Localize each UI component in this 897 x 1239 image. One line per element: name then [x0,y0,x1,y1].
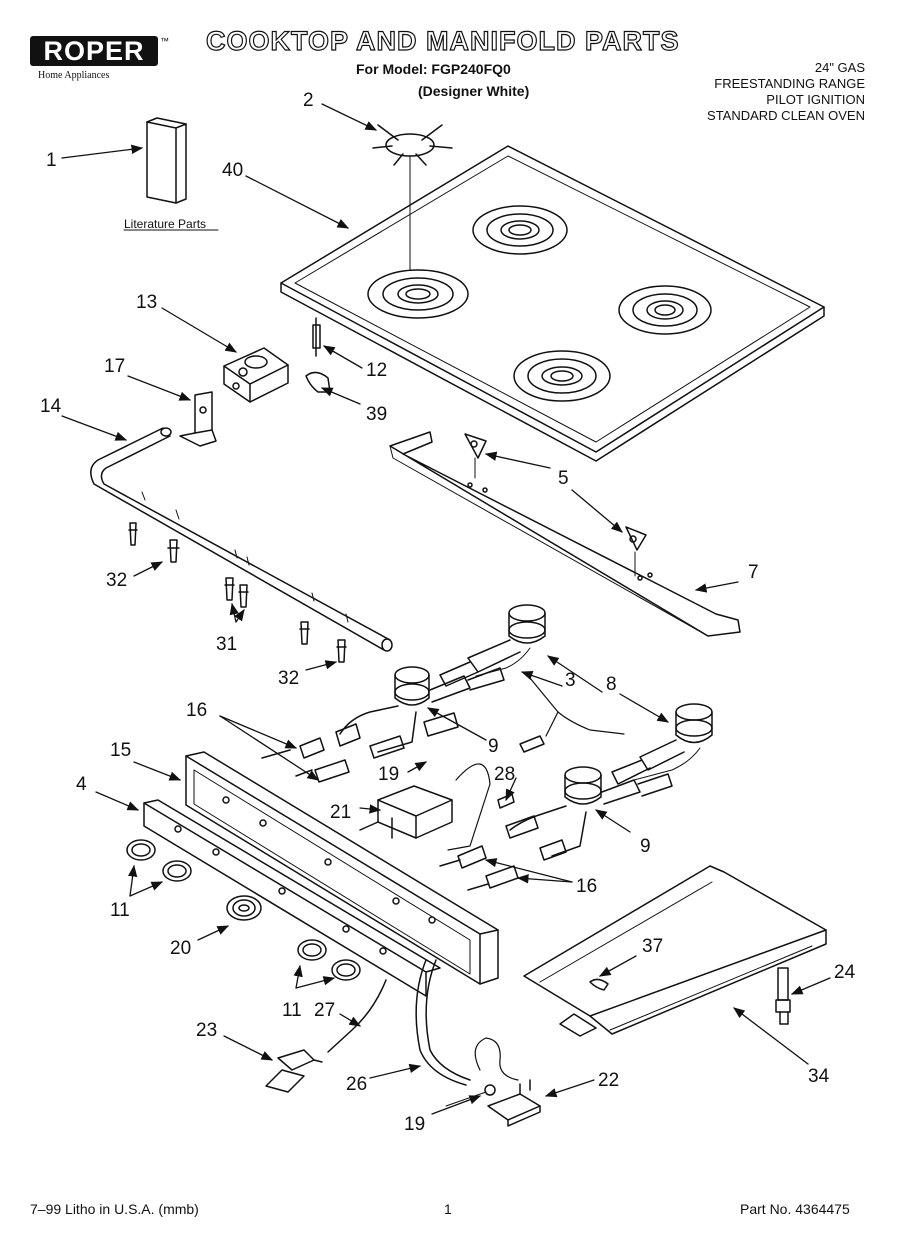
control-knob-11b [162,860,192,882]
callout-22: 22 [598,1070,619,1091]
logo-brand-name: ROPER [43,36,145,66]
callout-7: 7 [748,562,759,583]
literature-parts-label: Literature Parts [124,217,206,231]
callout-3: 3 [565,670,576,691]
callout-23: 23 [196,1020,217,1041]
logo-trademark: ™ [160,36,169,46]
control-knob-11c [297,939,327,961]
callout-20: 20 [170,938,191,959]
regulator-screw [497,793,515,809]
callout-5: 5 [558,468,569,489]
callout-16b: 16 [576,876,597,897]
callout-37: 37 [642,936,663,957]
callout-11b: 11 [282,1000,302,1021]
callout-2: 2 [303,90,314,111]
oven-burner-shield [523,865,827,1037]
page-title: COOKTOP AND MANIFOLD PARTS [205,25,680,56]
part-number: Part No. 4364475 [740,1201,850,1217]
logo-tagline: Home Appliances [38,70,110,81]
page-number: 1 [444,1201,452,1217]
ignition-switch [265,1049,323,1093]
callout-27: 27 [314,1000,335,1021]
gas-regulator-block [359,763,491,851]
pressure-regulator [223,347,289,403]
burner-valves-right [439,815,567,891]
callout-9a: 9 [488,736,499,757]
mounting-bracket [179,391,217,447]
callout-28: 28 [494,764,515,785]
callout-leaders [61,103,831,1115]
control-knob-27 [331,959,361,981]
roper-logo: ROPER ™ Home Appliances [30,30,169,86]
callout-4: 4 [76,774,87,795]
cooktop [280,145,825,462]
callout-19b: 19 [404,1114,425,1135]
callout-26: 26 [346,1074,367,1095]
callout-19a: 19 [378,764,399,785]
spec-line-2: FREESTANDING RANGE [714,76,865,91]
top-burner-rear-right [611,703,713,785]
manifold-screws [128,522,347,663]
shield-clip [589,978,609,991]
pilot-tubing [519,677,625,753]
callout-39: 39 [366,404,387,425]
callout-11a: 11 [110,900,130,921]
top-burner-rear-left [439,604,546,687]
control-knob-11a [126,839,156,861]
callout-12: 12 [366,360,387,381]
thermostat-bulb [445,1079,541,1127]
gas-tubing [327,959,519,1086]
knob-trim-plate [143,799,441,997]
burner-box [389,431,741,637]
callout-34: 34 [808,1066,830,1087]
color-line: (Designer White) [418,83,530,99]
logo-badge [30,36,158,66]
callout-15: 15 [110,740,131,761]
callout-24: 24 [834,962,856,983]
callout-16a: 16 [186,700,207,721]
spec-line-1: 24" GAS [814,60,865,75]
control-panel [185,751,499,985]
callout-21: 21 [330,802,351,823]
oven-knob-20 [226,895,262,921]
spec-line-3: PILOT IGNITION [766,92,865,107]
callout-9b: 9 [640,836,651,857]
top-burner-front-right [509,766,673,857]
callout-13: 13 [136,292,157,313]
spec-line-4: STANDARD CLEAN OVEN [707,108,865,123]
callout-8: 8 [606,674,617,695]
callout-1: 1 [46,150,57,171]
literature-booklet [123,117,219,231]
callout-40: 40 [222,160,243,181]
manifold-pipe [90,427,393,652]
callout-14: 14 [40,396,62,417]
clip [305,371,331,393]
print-info: 7–99 Litho in U.S.A. (mmb) [30,1201,199,1217]
callout-32a: 32 [106,570,127,591]
oven-orifice-fitting [775,967,791,1025]
callout-labels: 1 2 40 Literature Parts 13 12 39 17 14 5… [40,90,856,1135]
callout-31: 31 [216,634,237,655]
top-burner-front-left [339,666,505,753]
burner-grate [372,124,453,271]
model-line: For Model: FGP240FQ0 [356,61,511,77]
callout-32b: 32 [278,668,299,689]
orifice-hood [312,317,321,357]
burner-valves-left [261,712,459,783]
callout-17: 17 [104,356,125,377]
